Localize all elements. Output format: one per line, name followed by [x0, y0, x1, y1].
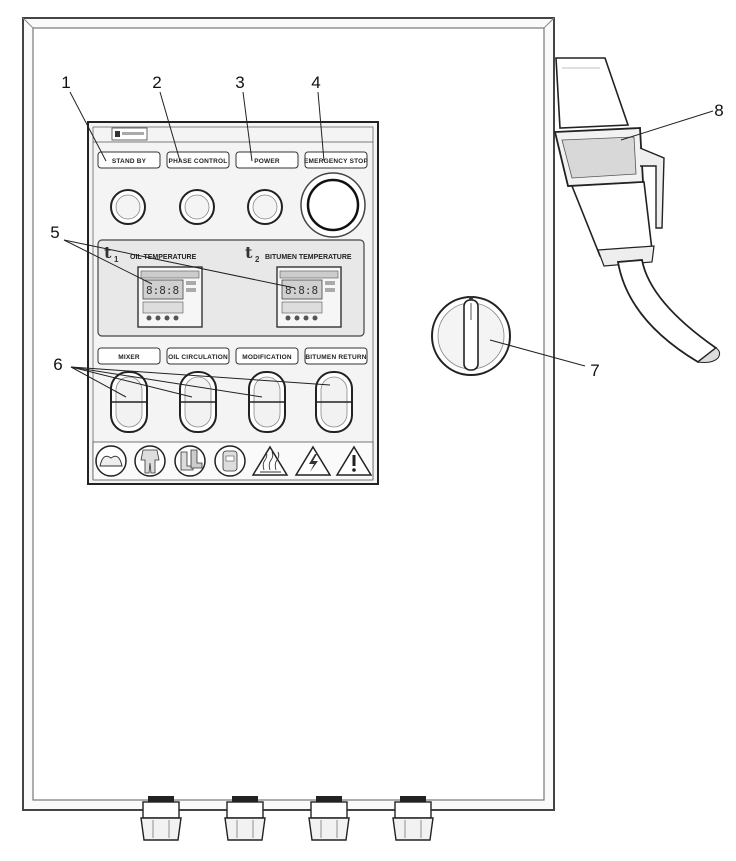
mask-icon [95, 445, 127, 477]
main-rotary-switch[interactable] [431, 296, 511, 376]
label-mixer: MIXER [118, 354, 140, 361]
oil-circulation-switch[interactable] [179, 371, 217, 433]
label-power: POWER [254, 158, 280, 165]
label-emergency-stop: EMERGENCY STOP [304, 158, 368, 165]
cable-gland [224, 796, 266, 841]
manufacturer-logo [111, 127, 148, 141]
boots-icon [174, 445, 206, 477]
oil-temperature-controller[interactable]: 8:8:8 [137, 266, 203, 328]
cable-gland [392, 796, 434, 841]
gloves-icon [214, 445, 246, 477]
power-plug [553, 57, 721, 364]
t2-subscript: 2 [255, 255, 260, 264]
t1-subscript: 1 [114, 255, 119, 264]
label-stand-by: STAND BY [112, 158, 147, 165]
t2-symbol: t [245, 243, 253, 262]
bitumen-return-switch[interactable] [315, 371, 353, 433]
safety-pictograms [92, 441, 374, 481]
label-oil-circulation: OIL CIRCULATION [168, 354, 228, 361]
cable-gland [140, 796, 182, 841]
leader-lines [63, 91, 714, 398]
bottom-labels: MIXER OIL CIRCULATION MODIFICATION BITUM… [97, 347, 368, 365]
bitumen-temperature-controller[interactable]: 8:8:8 [276, 266, 342, 328]
top-labels: STAND BY PHASE CONTROL POWER EMERGENCY S… [97, 151, 368, 169]
t1-symbol: t [104, 243, 112, 262]
callout-1: 1 [61, 73, 70, 92]
general-warning-icon [335, 445, 373, 476]
modification-switch[interactable] [248, 371, 286, 433]
hot-surface-icon [251, 445, 289, 476]
rocker-switches [110, 371, 353, 433]
callout-8: 8 [714, 101, 723, 120]
oil-display-digits: 8:8:8 [146, 284, 179, 297]
electric-hazard-icon [294, 445, 332, 476]
label-bitumen-temperature: BITUMEN TEMPERATURE [265, 254, 352, 261]
callout-4: 4 [311, 73, 320, 92]
label-modification: MODIFICATION [242, 354, 292, 361]
callout-2: 2 [152, 73, 161, 92]
callout-5: 5 [50, 223, 59, 242]
label-oil-temperature: OIL TEMPERATURE [130, 254, 197, 261]
callout-7: 7 [590, 361, 599, 380]
cable-glands [140, 796, 434, 841]
callout-3: 3 [235, 73, 244, 92]
overalls-icon [134, 445, 166, 477]
callout-6: 6 [53, 355, 62, 374]
cable-gland [308, 796, 350, 841]
bitumen-display-digits: 8:8:8 [285, 284, 318, 297]
temperature-section: t 1 OIL TEMPERATURE t 2 BITUMEN TEMPERAT… [97, 239, 365, 337]
indicator-lamps [110, 172, 366, 238]
label-bitumen-return: BITUMEN RETURN [305, 354, 366, 361]
label-phase-control: PHASE CONTROL [169, 158, 228, 165]
callout-numbers: 1 2 3 4 5 6 7 8 [50, 73, 723, 380]
mixer-switch[interactable] [110, 371, 148, 433]
